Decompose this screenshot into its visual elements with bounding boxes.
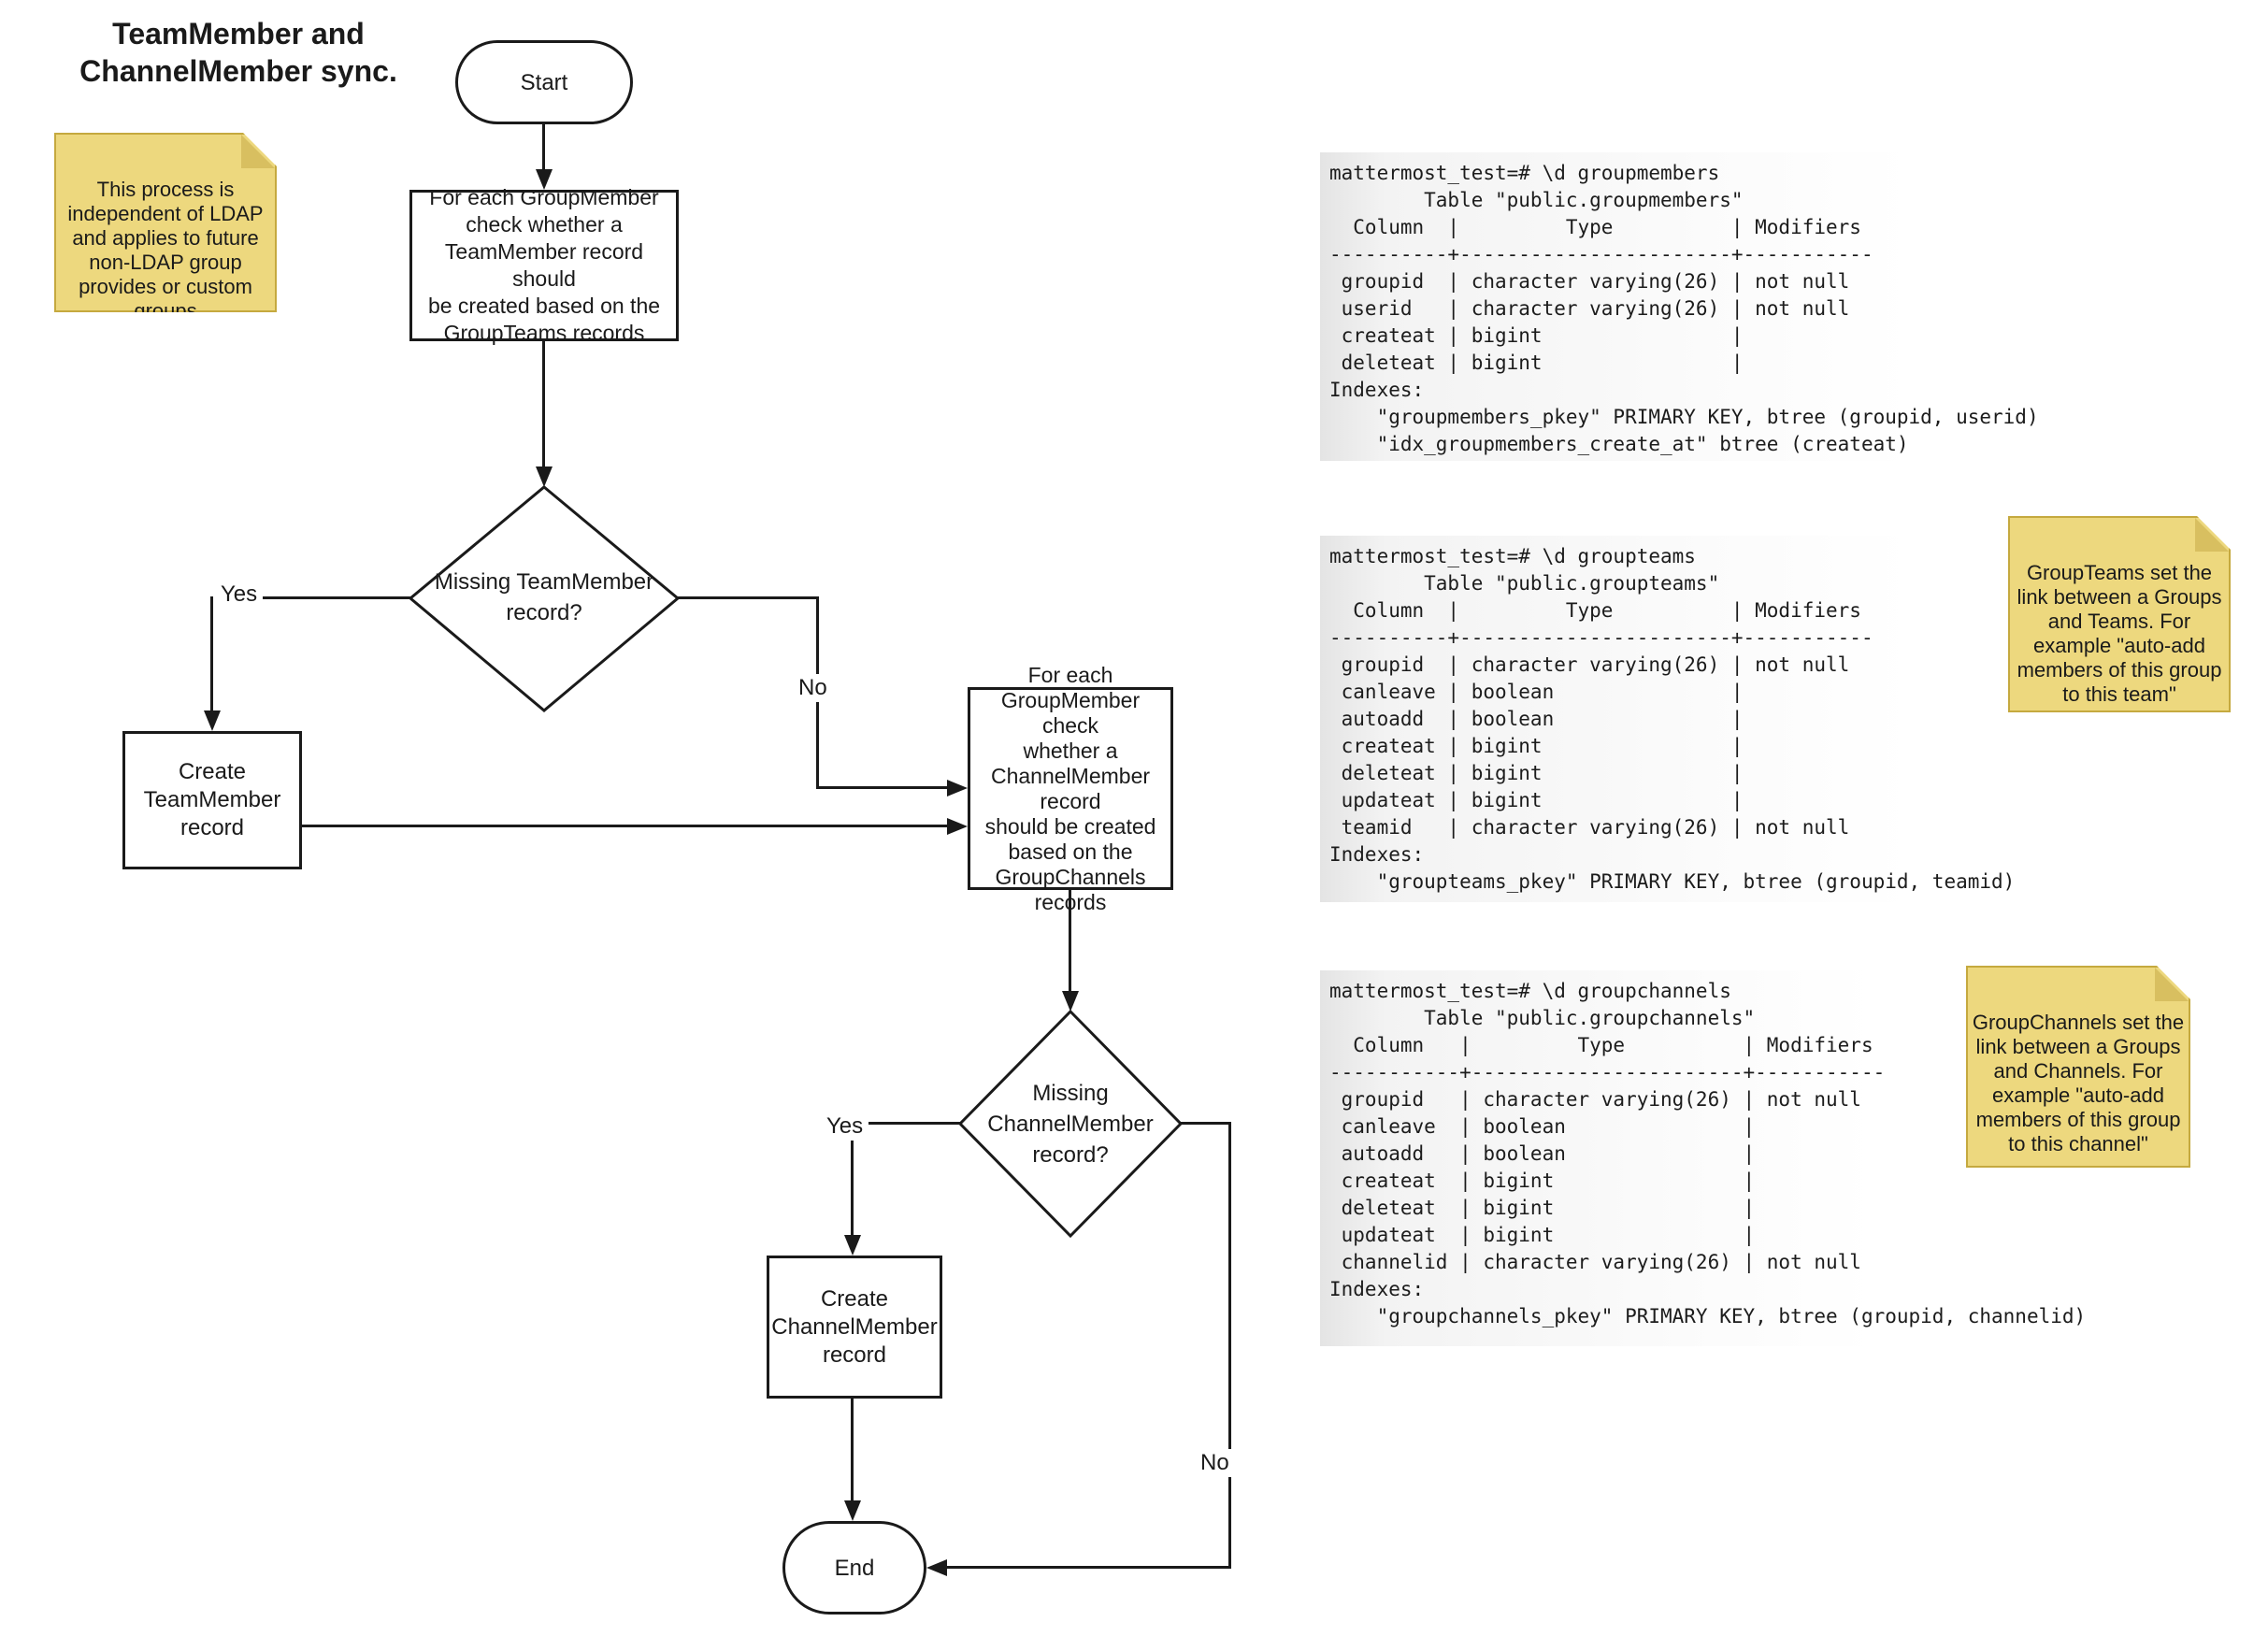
process-channelmember-check: For each GroupMember check whether a Cha…	[968, 663, 1173, 914]
terminal-groupchannels: mattermost_test=# \d groupchannels Table…	[1320, 970, 2086, 1346]
decision2-label: Missing ChannelMember record?	[987, 1081, 1154, 1168]
sticky-note-groupteams: GroupTeams set the link between a Groups…	[2008, 516, 2231, 712]
decision2-diamond	[957, 1009, 1184, 1239]
decision1-diamond	[408, 485, 681, 712]
decision1-label: Missing TeamMember record?	[434, 569, 654, 625]
process-teammember-check: For each GroupMember check whether a Tea…	[409, 185, 679, 345]
edge-label-no2: No	[1195, 1449, 1235, 1477]
connector-decision2-yes-h	[841, 1122, 960, 1125]
connector-decision1-no-h2	[816, 786, 949, 789]
connector-decision2-yes-v	[851, 1141, 854, 1237]
connector-decision1-no-h1	[678, 596, 819, 599]
arrowhead-box1-proc2	[947, 818, 968, 835]
terminal-groupmembers: mattermost_test=# \d groupmembers Table …	[1320, 152, 2039, 461]
arrowhead-start-proc1	[536, 169, 553, 190]
arrowhead-no1-proc2	[947, 780, 968, 796]
edge-label-no1: No	[793, 674, 833, 702]
sticky-note-groupchannels-text: GroupChannels set the link between a Gro…	[1972, 1011, 2185, 1155]
page-title: TeamMember and ChannelMember sync.	[79, 17, 397, 88]
arrowhead-no2-end	[926, 1559, 947, 1576]
process-create-channelmember: Create ChannelMember record	[767, 1256, 942, 1399]
edge-label-yes1: Yes	[215, 581, 264, 609]
arrowhead-proc1-decision1	[536, 466, 553, 487]
connector-decision2-no-h1	[1181, 1122, 1231, 1125]
arrowhead-box2-end	[844, 1500, 861, 1521]
sticky-note-ldap-text: This process is independent of LDAP and …	[67, 178, 264, 323]
connector-decision2-no-v	[1228, 1122, 1231, 1569]
connector-decision1-yes-h	[215, 596, 410, 599]
arrowhead-yes2-box2	[844, 1235, 861, 1256]
connector-proc1-decision1	[542, 341, 545, 468]
sticky-note-groupchannels: GroupChannels set the link between a Gro…	[1966, 966, 2190, 1168]
process-create-teammember: Create TeamMember record	[122, 731, 302, 869]
edge-label-yes2: Yes	[821, 1112, 869, 1141]
connector-decision1-yes-v	[210, 596, 213, 712]
start-node: Start	[455, 40, 633, 124]
connector-start-proc1	[542, 124, 545, 171]
connector-proc2-decision2	[1069, 890, 1071, 993]
sticky-note-ldap: This process is independent of LDAP and …	[54, 133, 277, 312]
arrowhead-yes1-box1	[204, 710, 221, 731]
arrowhead-proc2-decision2	[1062, 991, 1079, 1012]
connector-box1-proc2	[302, 825, 949, 827]
terminal-groupteams: mattermost_test=# \d groupteams Table "p…	[1320, 536, 2017, 902]
connector-box2-end	[851, 1399, 854, 1502]
connector-decision2-no-h2	[947, 1566, 1231, 1569]
end-node: End	[782, 1521, 926, 1614]
sticky-note-groupteams-text: GroupTeams set the link between a Groups…	[2017, 561, 2222, 706]
